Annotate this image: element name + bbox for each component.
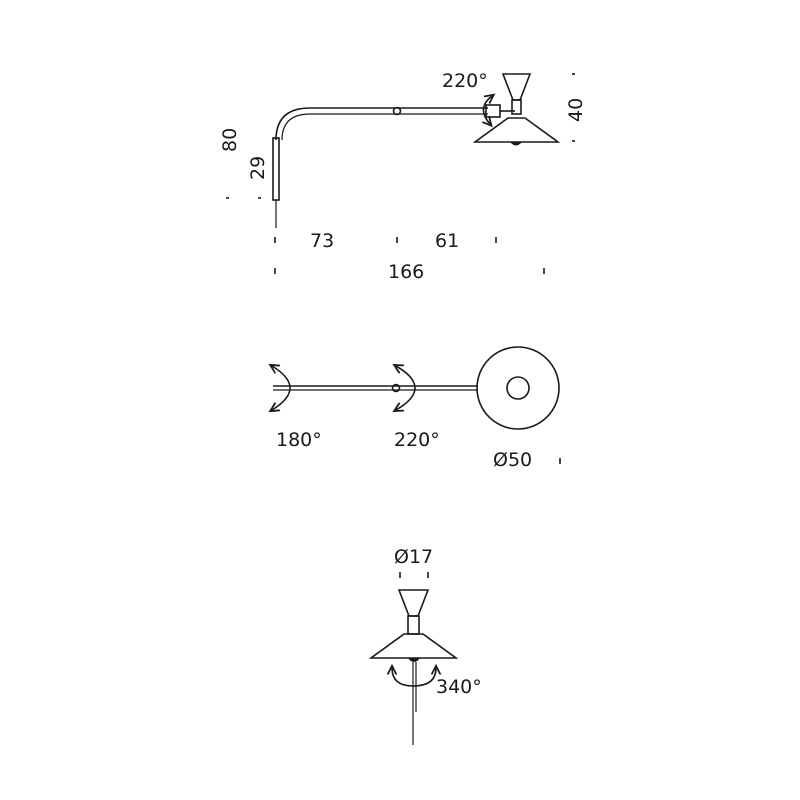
- front-view: Ø17 340°: [368, 546, 482, 745]
- wall-rotation-label: 180°: [276, 429, 322, 451]
- head-knuckle: [485, 104, 501, 118]
- arm-joint: [392, 106, 402, 116]
- shade-diameter-label: Ø50: [493, 449, 532, 471]
- wall-bracket: [272, 137, 280, 201]
- upper-cone: [501, 73, 532, 101]
- head-rotation-label: 220°: [442, 70, 488, 92]
- shade-height-label: 40: [565, 98, 587, 122]
- cone-diameter-label: Ø17: [394, 546, 433, 568]
- total-height-label: 80: [219, 128, 241, 152]
- shade-disc: [476, 346, 560, 430]
- side-view: 220° 40 80 29 73 61 166: [219, 70, 587, 283]
- wall-rotation-arrow: [272, 366, 291, 410]
- front-upper-cone: [397, 589, 430, 617]
- lower-shade: [472, 117, 561, 143]
- top-view: 180° 220° Ø50: [272, 346, 561, 471]
- arm-segment-2-label: 61: [435, 230, 459, 252]
- shade-opening: [506, 376, 530, 400]
- head-rotation-arrow: [483, 96, 492, 124]
- shade-rotation-label: 340°: [436, 676, 482, 698]
- swing-arm: [275, 107, 488, 141]
- overall-length-label: 166: [388, 261, 424, 283]
- joint-rotation-label: 220°: [394, 429, 440, 451]
- bracket-height-label: 29: [247, 156, 269, 180]
- joint-rotation-arrow: [396, 366, 416, 410]
- shade-rotation-arrow: [392, 668, 436, 687]
- arm-segment-1-label: 73: [310, 230, 334, 252]
- front-lower-shade: [368, 633, 459, 659]
